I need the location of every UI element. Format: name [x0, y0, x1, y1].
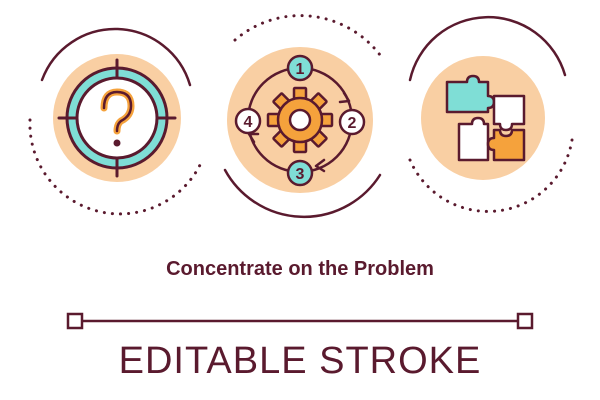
editable-stroke-label: EDITABLE STROKE: [118, 340, 482, 382]
target-question-icon: [28, 27, 202, 216]
stroke-handle-left: [66, 312, 84, 330]
svg-text:1: 1: [296, 61, 305, 78]
editable-stroke-line: [66, 312, 534, 330]
cycle-step-4: 4: [234, 107, 262, 135]
cycle-step-3: 3: [286, 159, 314, 187]
svg-text:4: 4: [244, 114, 253, 131]
concept-title: Concentrate on the Problem: [166, 258, 434, 280]
stroke-handle-right: [516, 312, 534, 330]
cycle-step-1: 1: [286, 54, 314, 82]
cycle-step-2: 2: [338, 108, 366, 136]
svg-text:3: 3: [296, 166, 305, 183]
gear-cycle-icon: 1 2 3 4: [223, 14, 382, 219]
puzzle-pieces-icon: [408, 15, 574, 213]
svg-text:2: 2: [348, 115, 357, 132]
